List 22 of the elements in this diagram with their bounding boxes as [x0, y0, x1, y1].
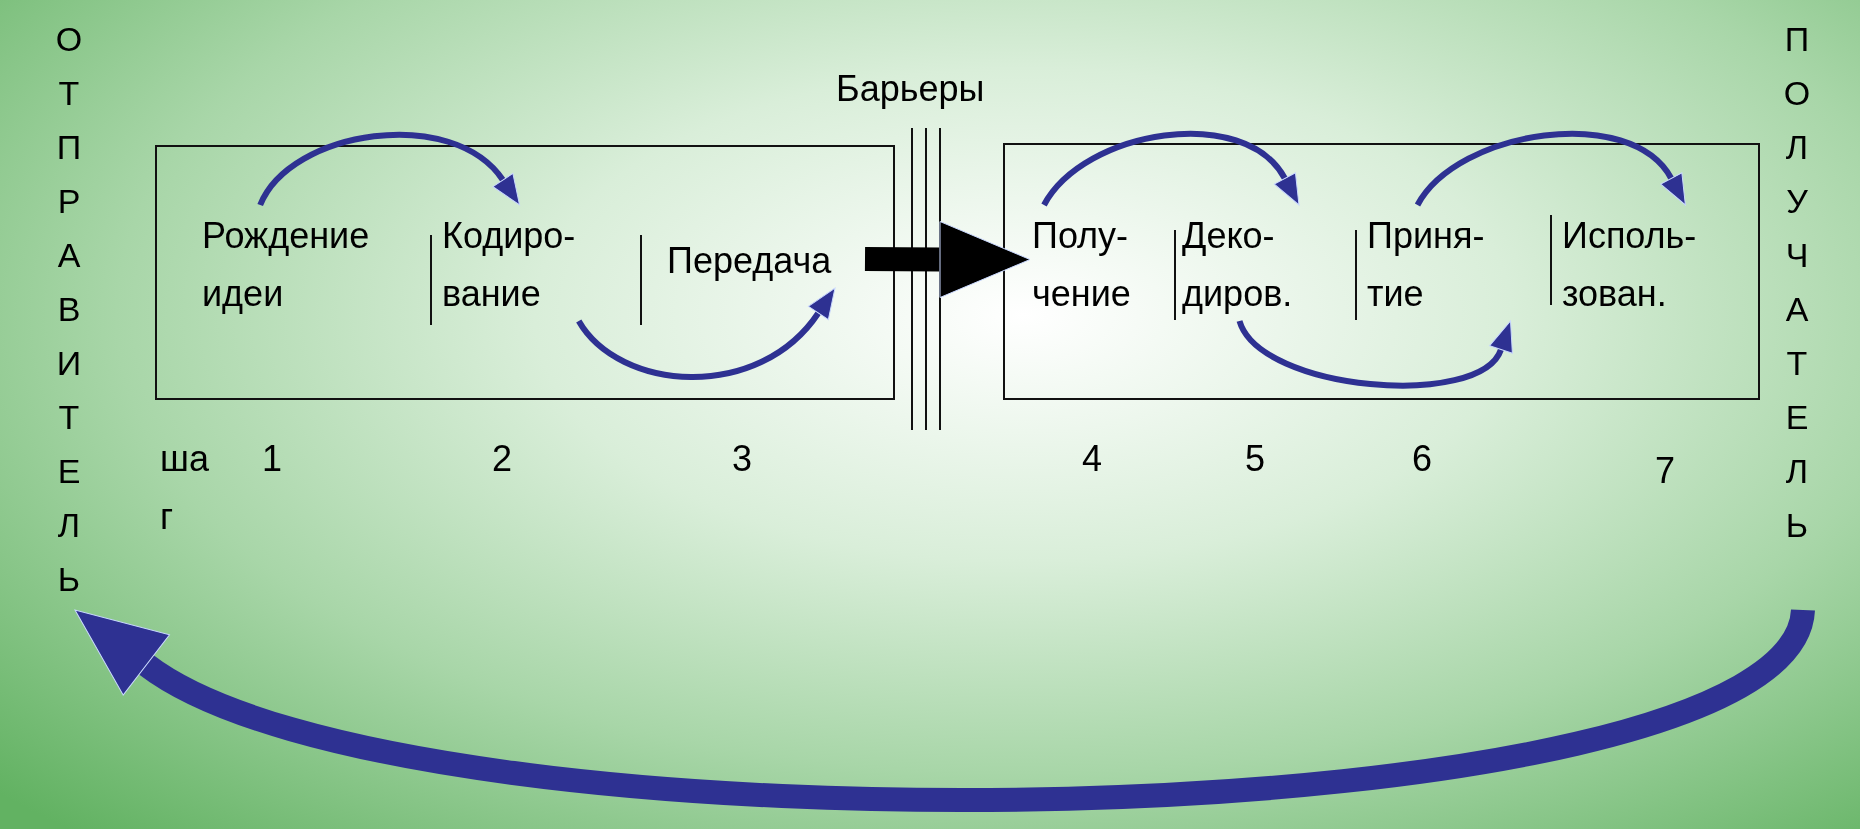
process-box: [1003, 143, 1760, 400]
step-number: 6: [1412, 437, 1434, 481]
step-number: 2: [492, 437, 514, 481]
vertical-label: ПОЛУЧАТЕЛЬ: [1780, 12, 1814, 552]
step-number: 4: [1082, 437, 1104, 481]
step-label: Рождение идеи: [202, 207, 417, 323]
step-number: 7: [1655, 449, 1677, 493]
step-label: Исполь-зован.: [1562, 207, 1752, 323]
arrow: [576, 289, 838, 380]
step-label: Приня-тие: [1367, 207, 1517, 323]
arrow: [864, 221, 1031, 298]
step-caption: шаг: [160, 437, 210, 539]
step-number: 3: [732, 437, 754, 481]
process-box: [155, 145, 895, 400]
step-label: Кодиро-вание: [442, 207, 627, 323]
barrier-label: Барьеры: [836, 67, 986, 111]
step-number: 5: [1245, 437, 1267, 481]
step-label: Полу-чение: [1032, 207, 1172, 323]
vertical-label: ОТПРАВИТЕЛЬ: [52, 12, 86, 606]
step-number: 1: [262, 437, 284, 481]
step-label: Передача: [667, 232, 867, 290]
step-label: Деко-диров.: [1182, 207, 1352, 323]
